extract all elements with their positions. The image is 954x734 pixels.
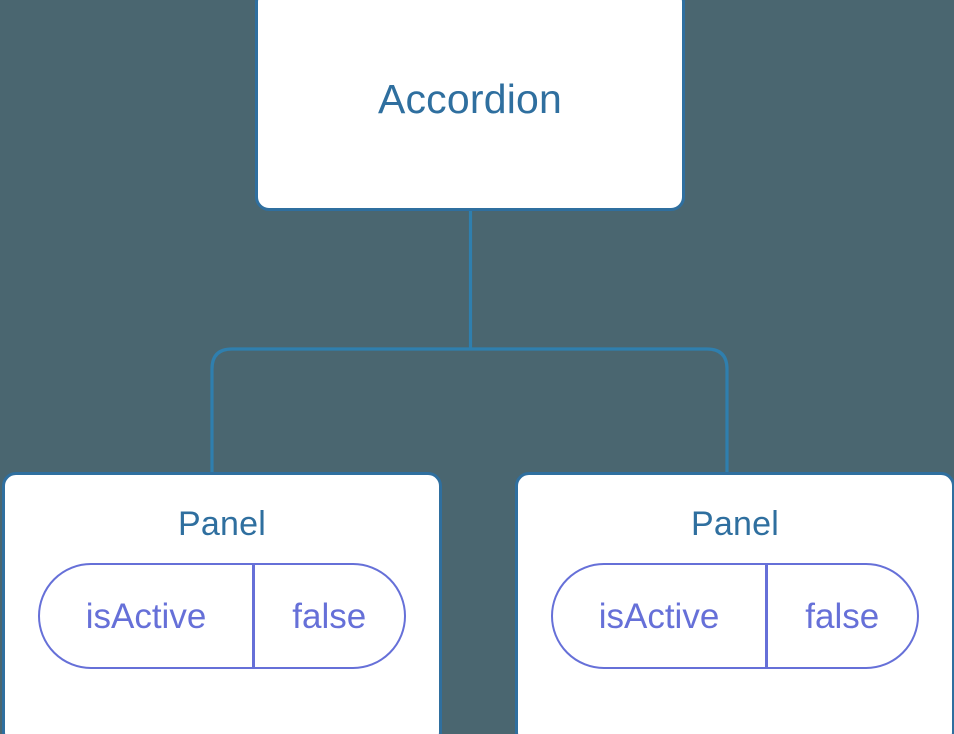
state-pill-divider [765, 565, 768, 667]
node-accordion[interactable]: Accordion [255, 0, 685, 211]
node-panel-2[interactable]: Panel isActive false [515, 472, 954, 734]
connector-branch-left [210, 347, 471, 474]
state-value: false [292, 596, 367, 636]
state-pill[interactable]: isActive false [551, 563, 919, 669]
state-pill-divider [252, 565, 255, 667]
state-value: false [805, 596, 880, 636]
connector-branch-right [470, 347, 729, 474]
node-panel-1[interactable]: Panel isActive false [2, 472, 442, 734]
state-pill[interactable]: isActive false [38, 563, 406, 669]
node-title: Panel [691, 505, 779, 543]
node-title: Accordion [377, 76, 563, 122]
state-key: isActive [598, 596, 720, 636]
node-title: Panel [178, 505, 266, 543]
state-key: isActive [85, 596, 207, 636]
